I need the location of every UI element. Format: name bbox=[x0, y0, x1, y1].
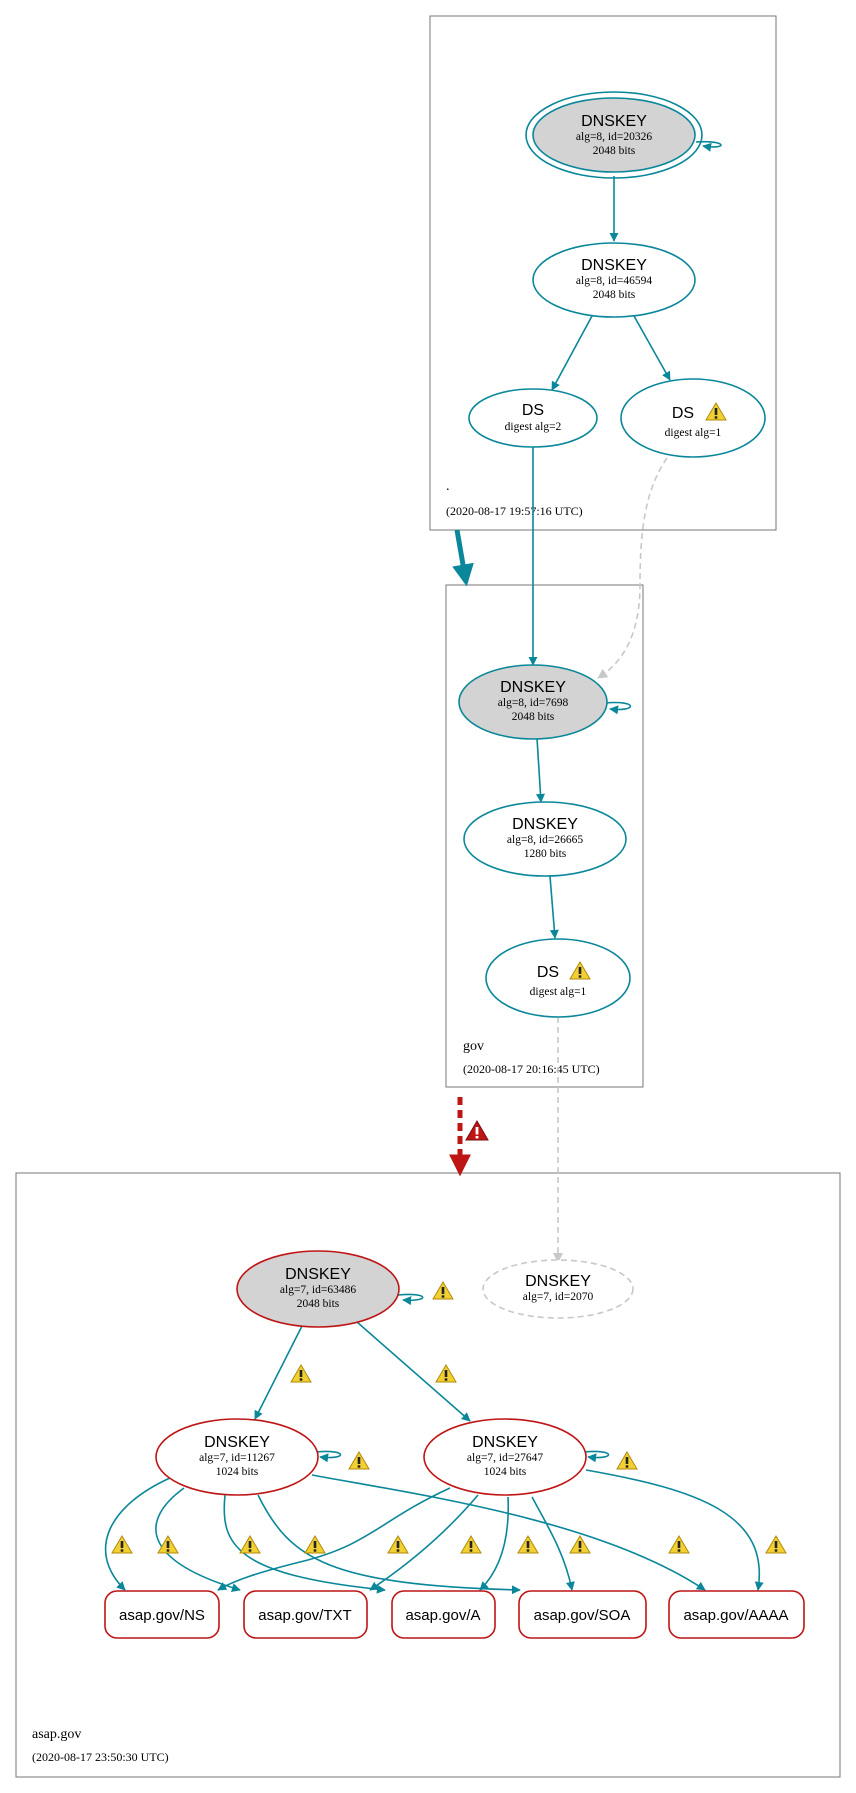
node-root-ds1-digest: digest alg=1 bbox=[665, 427, 722, 439]
zone-asap: asap.gov (2020-08-17 23:50:30 UTC) bbox=[15, 1172, 841, 1778]
node-gov-zsk-bits: 1280 bits bbox=[524, 848, 567, 860]
edge-warnings bbox=[111, 1281, 787, 1554]
zone-root-date: (2020-08-17 19:57:16 UTC) bbox=[446, 504, 583, 518]
edge-gov-zsk-ds1 bbox=[549, 875, 559, 939]
zone-gov-date: (2020-08-17 20:16:45 UTC) bbox=[463, 1062, 600, 1076]
rrset-ns-label: asap.gov/NS bbox=[119, 1607, 205, 1624]
node-root-zsk-title: DNSKEY bbox=[581, 257, 647, 274]
node-gov-ksk-bits: 2048 bits bbox=[512, 711, 555, 723]
rrset-txt[interactable]: asap.gov/TXT bbox=[243, 1590, 368, 1639]
node-gov-ksk[interactable]: DNSKEY alg=8, id=7698 2048 bits bbox=[458, 664, 608, 740]
node-gov-ksk-title: DNSKEY bbox=[500, 679, 566, 696]
zone-gov: gov (2020-08-17 20:16:45 UTC) bbox=[445, 584, 644, 1088]
node-root-ds2-digest: digest alg=2 bbox=[505, 421, 562, 433]
warning-icon bbox=[387, 1535, 409, 1554]
rrset-ns[interactable]: asap.gov/NS bbox=[104, 1590, 220, 1639]
edge-asap-zsk1-self bbox=[315, 1450, 342, 1463]
node-asap-zsk1-alg: alg=7, id=11267 bbox=[199, 1452, 275, 1464]
delegation-root-gov-arrow bbox=[452, 529, 474, 587]
warning-icon bbox=[348, 1451, 370, 1470]
error-icon bbox=[465, 1120, 489, 1141]
warning-icon bbox=[616, 1451, 638, 1470]
node-gov-zsk-title: DNSKEY bbox=[512, 816, 578, 833]
node-root-ds1[interactable]: DS digest alg=1 bbox=[620, 378, 766, 458]
node-gov-ksk-alg: alg=8, id=7698 bbox=[498, 697, 569, 709]
warning-icon bbox=[290, 1364, 312, 1383]
warning-icon bbox=[765, 1535, 787, 1554]
zone-root: . (2020-08-17 19:57:16 UTC) bbox=[429, 15, 777, 531]
node-asap-zsk1-title: DNSKEY bbox=[204, 1434, 270, 1451]
node-asap-zsk1[interactable]: DNSKEY alg=7, id=11267 1024 bits bbox=[155, 1418, 319, 1496]
node-gov-ds1-digest: digest alg=1 bbox=[530, 986, 587, 998]
warning-icon bbox=[239, 1535, 261, 1554]
node-asap-ksk[interactable]: DNSKEY alg=7, id=63486 2048 bits bbox=[236, 1250, 400, 1328]
node-asap-ksk-bits: 2048 bits bbox=[297, 1298, 340, 1310]
rrset-soa[interactable]: asap.gov/SOA bbox=[518, 1590, 647, 1639]
zone-asap-name: asap.gov bbox=[32, 1727, 81, 1742]
node-asap-zsk2-bits: 1024 bits bbox=[484, 1466, 527, 1478]
edge-root-ds1-gov-ksk bbox=[597, 457, 668, 679]
node-root-zsk-bits: 2048 bits bbox=[593, 289, 636, 301]
warning-icon bbox=[432, 1281, 454, 1300]
warning-icon bbox=[460, 1535, 482, 1554]
warning-icon bbox=[111, 1535, 133, 1554]
rrset-a[interactable]: asap.gov/A bbox=[391, 1590, 496, 1639]
rrset-txt-label: asap.gov/TXT bbox=[258, 1607, 351, 1624]
zone-root-name: . bbox=[446, 479, 450, 494]
node-gov-zsk[interactable]: DNSKEY alg=8, id=26665 1280 bits bbox=[463, 801, 627, 877]
edge-asap-ksk-zsk1 bbox=[254, 1325, 303, 1420]
edge-root-ksk-self bbox=[695, 140, 722, 152]
node-asap-missing-alg: alg=7, id=2070 bbox=[523, 1291, 594, 1303]
node-root-ds1-title: DS bbox=[672, 405, 694, 422]
node-root-ksk-title: DNSKEY bbox=[581, 113, 647, 130]
node-root-ds2-title: DS bbox=[522, 402, 544, 419]
edges-zsk2-rrsets bbox=[217, 1469, 764, 1591]
node-asap-ksk-title: DNSKEY bbox=[285, 1266, 351, 1283]
zone-asap-date: (2020-08-17 23:50:30 UTC) bbox=[32, 1750, 169, 1764]
node-asap-ksk-alg: alg=7, id=63486 bbox=[280, 1284, 356, 1296]
node-asap-missing-title: DNSKEY bbox=[525, 1273, 591, 1290]
warning-icon bbox=[304, 1535, 326, 1554]
node-root-ds2[interactable]: DS digest alg=2 bbox=[468, 388, 598, 448]
warning-icon bbox=[569, 1535, 591, 1554]
edge-root-zsk-ds2 bbox=[551, 315, 593, 391]
warning-icon bbox=[435, 1364, 457, 1383]
node-root-zsk[interactable]: DNSKEY alg=8, id=46594 2048 bits bbox=[532, 242, 696, 318]
node-asap-zsk1-bits: 1024 bits bbox=[216, 1466, 259, 1478]
edge-root-zsk-ds1 bbox=[633, 315, 671, 381]
edge-gov-ksk-zsk bbox=[536, 737, 545, 803]
rrset-a-label: asap.gov/A bbox=[405, 1607, 480, 1624]
rrset-aaaa[interactable]: asap.gov/AAAA bbox=[668, 1590, 805, 1639]
rrset-soa-label: asap.gov/SOA bbox=[534, 1607, 631, 1624]
node-asap-missing-dnskey[interactable]: DNSKEY alg=7, id=2070 bbox=[482, 1259, 634, 1319]
node-asap-zsk2[interactable]: DNSKEY alg=7, id=27647 1024 bits bbox=[423, 1418, 587, 1496]
node-gov-ds1[interactable]: DS digest alg=1 bbox=[485, 938, 631, 1018]
zone-gov-name: gov bbox=[463, 1039, 484, 1054]
node-asap-zsk2-title: DNSKEY bbox=[472, 1434, 538, 1451]
edge-gov-ksk-self bbox=[604, 701, 632, 715]
rrset-aaaa-label: asap.gov/AAAA bbox=[683, 1607, 788, 1624]
node-gov-zsk-alg: alg=8, id=26665 bbox=[507, 834, 583, 846]
node-asap-zsk2-alg: alg=7, id=27647 bbox=[467, 1452, 543, 1464]
edge-asap-ksk-self bbox=[397, 1293, 424, 1306]
node-root-ksk-alg: alg=8, id=20326 bbox=[576, 131, 652, 143]
node-gov-ds1-title: DS bbox=[537, 964, 559, 981]
warning-icon bbox=[517, 1535, 539, 1554]
edges-zsk1-rrsets bbox=[104, 1474, 706, 1595]
edge-asap-ksk-zsk2 bbox=[356, 1321, 471, 1422]
warning-icon bbox=[668, 1535, 690, 1554]
node-root-ksk-bits: 2048 bits bbox=[593, 145, 636, 157]
node-root-ksk[interactable]: DNSKEY alg=8, id=20326 2048 bits bbox=[525, 91, 703, 179]
edge-asap-zsk2-self bbox=[583, 1450, 610, 1463]
node-root-zsk-alg: alg=8, id=46594 bbox=[576, 275, 652, 287]
